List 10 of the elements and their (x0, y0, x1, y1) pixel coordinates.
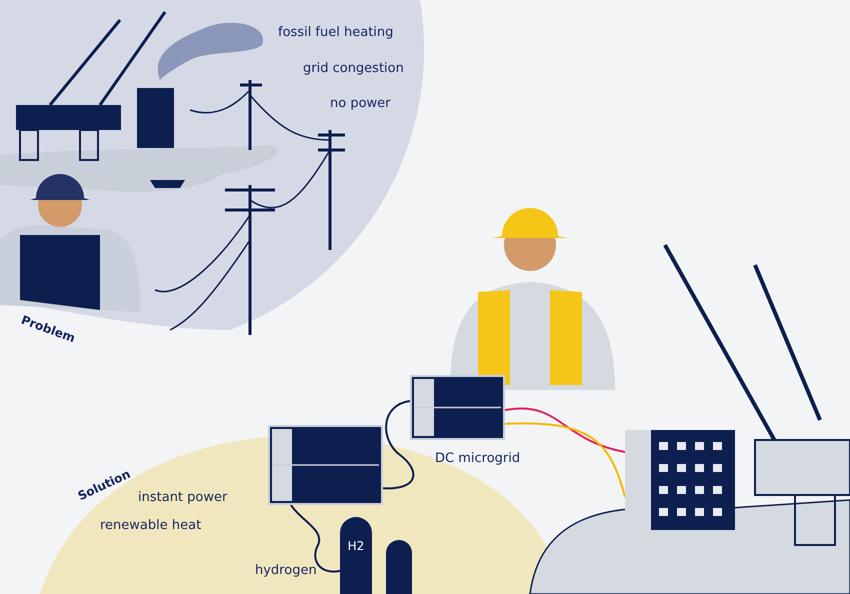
problem-note: no power (330, 96, 391, 111)
cable (504, 422, 626, 498)
cable (290, 504, 340, 573)
solution-note: renewable heat (100, 518, 202, 533)
cable (383, 400, 414, 490)
cable (504, 408, 626, 453)
problem-note: fossil fuel heating (278, 25, 394, 40)
tank-label: H2 (346, 539, 366, 553)
component-label: DC microgrid (435, 451, 520, 466)
problem-note: grid congestion (303, 61, 404, 76)
